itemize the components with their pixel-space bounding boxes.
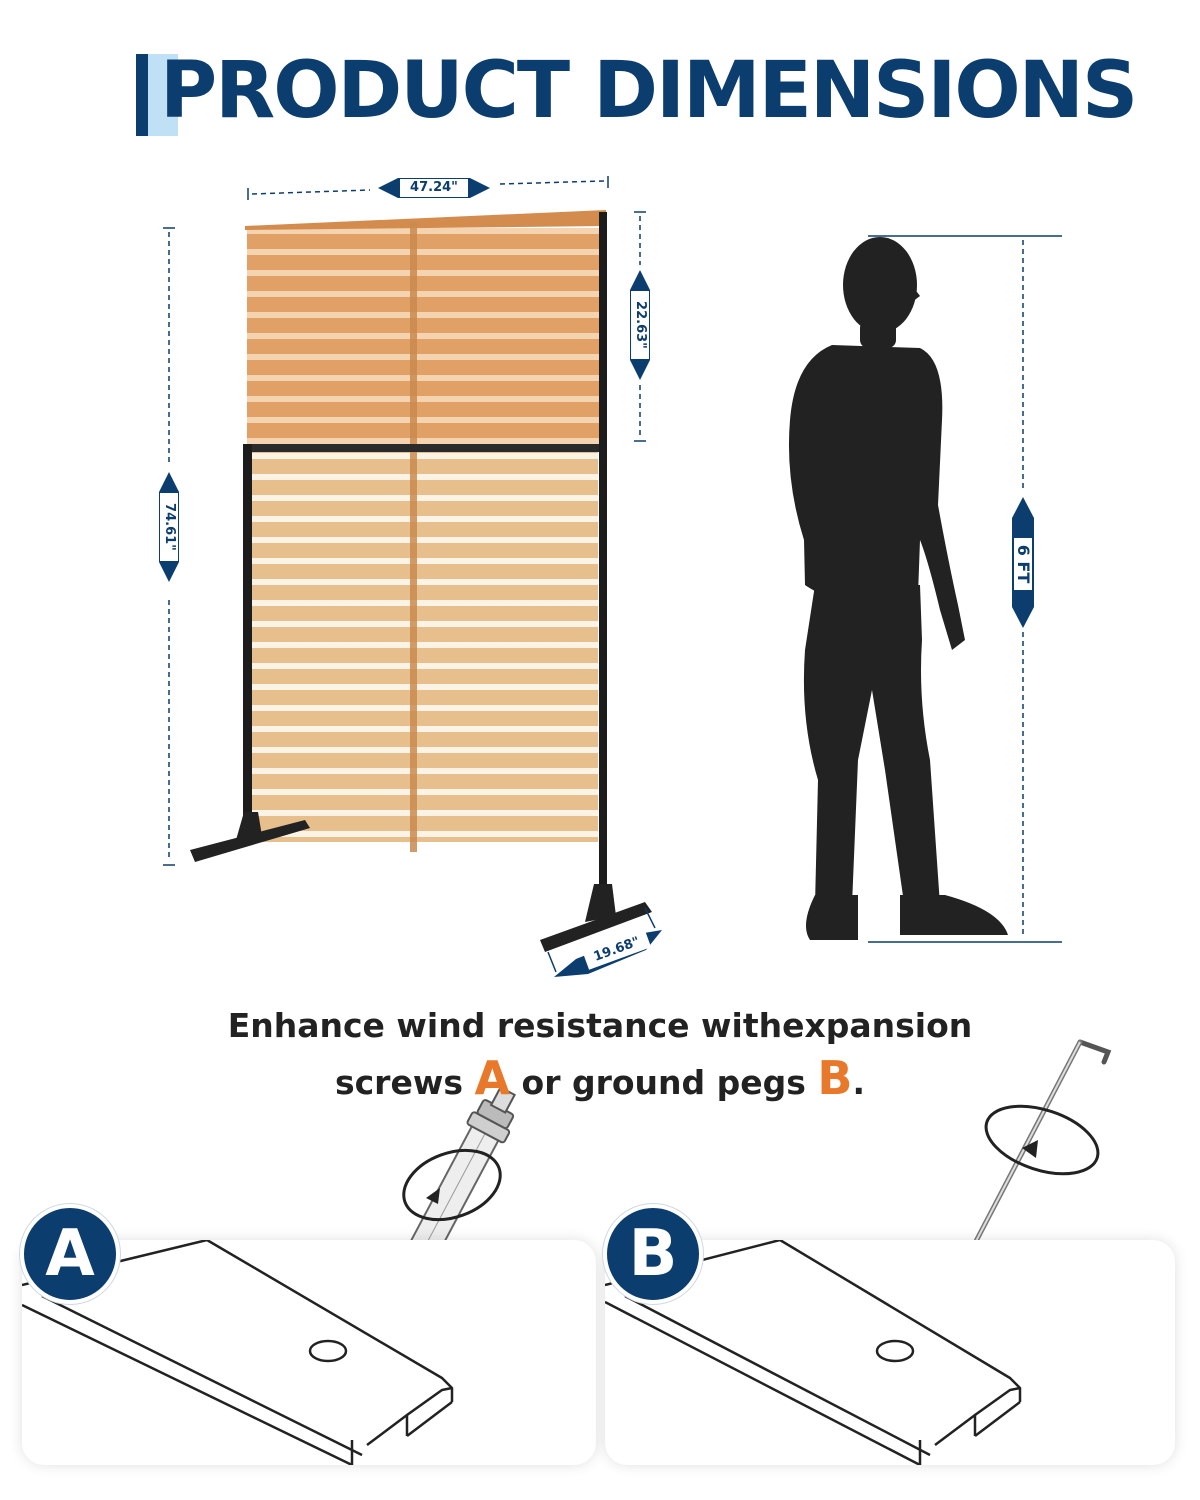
top-panel-label: 22.63" xyxy=(631,291,649,359)
rotation-arrow-a xyxy=(402,1148,502,1222)
caption-line-1: Enhance wind resistance withexpansion xyxy=(227,1006,973,1045)
width-label: 47.24" xyxy=(400,179,468,197)
badge-a: A xyxy=(20,1204,120,1304)
title-accent-bar xyxy=(136,54,148,136)
screen-top-panel xyxy=(247,228,599,444)
screen-left-post xyxy=(243,444,252,844)
badge-b: B xyxy=(603,1204,703,1304)
page-title: PRODUCT DIMENSIONS xyxy=(160,46,1138,136)
marker-a: A xyxy=(474,1051,511,1105)
left-foot-bracket xyxy=(236,812,262,840)
right-foot xyxy=(540,902,652,952)
caption-line-2: screws A or ground pegs B. xyxy=(334,1051,866,1105)
rotation-arrow-b xyxy=(984,1104,1100,1176)
right-foot-bracket xyxy=(585,884,616,922)
detail-panel-b xyxy=(605,1240,1175,1465)
privacy-screen xyxy=(190,210,652,952)
screen-center-divider xyxy=(410,222,417,852)
ground-peg xyxy=(959,1039,1112,1271)
screen-top-edge xyxy=(245,210,606,230)
rail-illustration-b xyxy=(605,1240,1022,1465)
person-silhouette xyxy=(788,237,1008,940)
screen-bottom-panel xyxy=(252,452,598,842)
title-accent-highlight xyxy=(148,54,178,136)
person-height-label: 6 FT xyxy=(1014,538,1033,590)
screen-mid-rail xyxy=(252,444,599,452)
height-label: 74.61" xyxy=(160,493,178,561)
marker-b: B xyxy=(817,1051,853,1105)
wind-resistance-caption: Enhance wind resistance withexpansion sc… xyxy=(0,1000,1200,1109)
left-foot xyxy=(190,820,310,862)
expansion-screw xyxy=(405,1086,516,1266)
detail-panel-a xyxy=(22,1240,596,1465)
screen-right-post xyxy=(599,212,607,902)
